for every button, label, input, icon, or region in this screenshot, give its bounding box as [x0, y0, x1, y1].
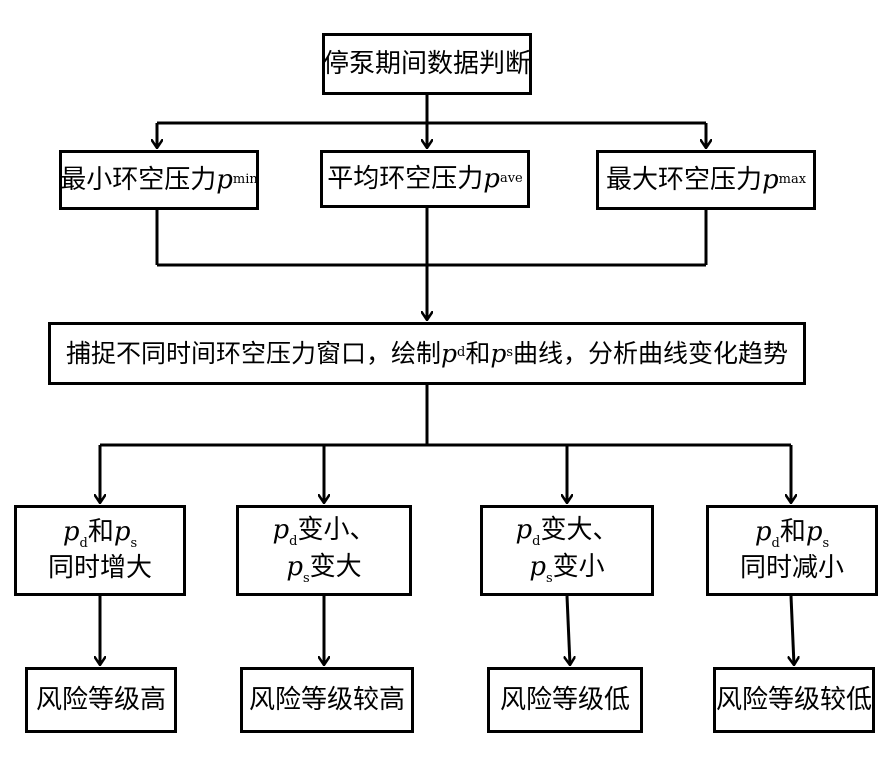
case-2-var-ps-sub: s — [302, 570, 310, 586]
case-1-var-pd: p — [62, 517, 80, 548]
case-3-text-a: 变大、 — [540, 515, 619, 546]
result-box-1: 风险等级高 — [25, 667, 177, 733]
case-4-line1: pd和ps — [755, 516, 829, 552]
case-2-var-pd-sub: d — [289, 534, 298, 550]
case-box-4: pd和ps 同时减小 — [706, 505, 878, 596]
result-box-4: 风险等级较低 — [713, 667, 875, 733]
result-3-label: 风险等级低 — [499, 684, 630, 715]
max-pressure-var: p — [761, 164, 779, 195]
start-box-title: 停泵期间数据判断 — [323, 48, 532, 79]
case-2-var-ps: p — [286, 551, 303, 582]
case-3-var-ps: p — [529, 551, 546, 582]
analysis-suffix: 曲线，分析曲线变化趋势 — [513, 338, 789, 368]
case-4-var-ps-sub: s — [822, 536, 830, 552]
analysis-var-pd: p — [440, 338, 457, 368]
avg-pressure-label: 平均环空压力 — [327, 163, 484, 194]
case-box-2: pd变小、 ps变大 — [236, 505, 412, 596]
case-1-var-pd-sub: d — [79, 536, 88, 552]
analysis-prefix: 捕捉不同时间环空压力窗口，绘制 — [65, 338, 441, 368]
analysis-var-ps-sub: s — [506, 345, 514, 361]
case-1-var-ps-sub: s — [130, 536, 138, 552]
case-3-line1: pd变大、 — [516, 514, 619, 550]
case-3-var-ps-sub: s — [545, 570, 553, 586]
case-1-line2: 同时增大 — [47, 553, 152, 584]
case-box-3: pd变大、 ps变小 — [480, 505, 654, 596]
case-2-var-pd: p — [272, 515, 290, 546]
case-2-text-a: 变小、 — [297, 515, 376, 546]
analysis-and: 和 — [465, 338, 491, 368]
case-1-var-ps: p — [113, 517, 131, 548]
result-box-2: 风险等级较高 — [240, 667, 414, 733]
case-1-line1: pd和ps — [63, 516, 137, 552]
max-pressure-label: 最大环空压力 — [605, 164, 762, 195]
case-2-line2: ps变大 — [286, 551, 361, 587]
case-3-line2: ps变小 — [529, 551, 604, 587]
min-pressure-label: 最小环空压力 — [60, 164, 217, 195]
case-4-var-pd: p — [754, 517, 772, 548]
case-4-and: 和 — [779, 517, 806, 548]
avg-pressure-var: p — [483, 163, 500, 194]
case-4-var-pd-sub: d — [771, 536, 780, 552]
max-pressure-sub: max — [778, 171, 807, 187]
analysis-var-pd-sub: d — [456, 345, 466, 361]
result-4-label: 风险等级较低 — [716, 684, 873, 715]
case-3-text-b: 变小 — [552, 551, 605, 582]
result-1-label: 风险等级高 — [35, 684, 166, 715]
start-box: 停泵期间数据判断 — [322, 33, 532, 95]
case-box-1: pd和ps 同时增大 — [14, 505, 186, 596]
case-3-var-pd: p — [515, 515, 533, 546]
result-box-3: 风险等级低 — [487, 667, 643, 733]
case-4-line2: 同时减小 — [739, 553, 844, 584]
min-pressure-var: p — [216, 164, 233, 195]
case-2-line1: pd变小、 — [273, 514, 376, 550]
case-3-var-pd-sub: d — [532, 534, 541, 550]
analysis-var-ps: p — [490, 338, 507, 368]
case-1-and: 和 — [87, 517, 114, 548]
min-pressure-sub: min — [232, 171, 258, 187]
avg-pressure-sub: ave — [499, 170, 523, 186]
case-2-text-b: 变大 — [309, 551, 362, 582]
result-2-label: 风险等级较高 — [248, 684, 405, 715]
case-4-var-ps: p — [805, 517, 823, 548]
